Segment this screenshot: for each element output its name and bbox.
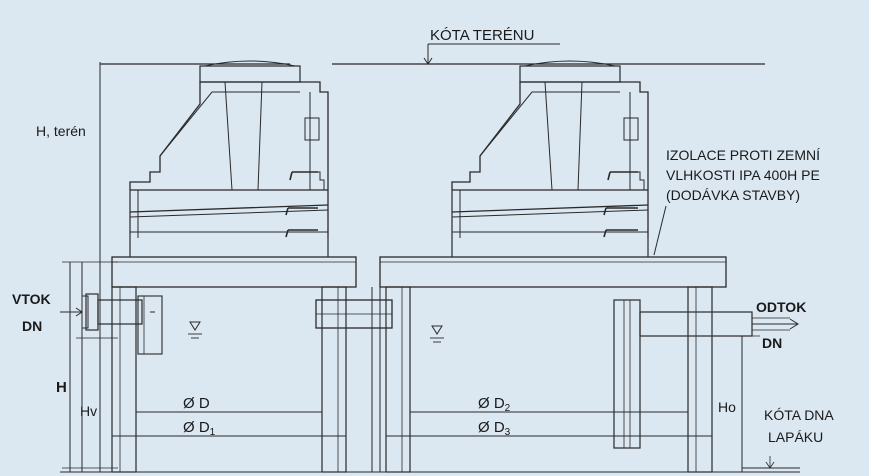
diameter-d1-sub: 1 (210, 427, 216, 438)
outlet-pipe (639, 311, 799, 337)
diameter-d3-right: Ø D3 (478, 419, 511, 438)
diameter-d3-text: Ø D (478, 419, 505, 436)
diameter-dimensions (112, 411, 712, 437)
terrain-level-line (100, 43, 765, 65)
insulation-label-line3: (DODÁVKA STAVBY) (666, 187, 800, 203)
insulation-label-line2: VLHKOSTI IPA 400H PE (666, 167, 820, 183)
inlet-dn-label: DN (22, 318, 42, 334)
hv-label: Hv (80, 403, 97, 419)
inlet-pipe (60, 293, 155, 331)
bottom-level-label-line1: KÓTA DNA (764, 407, 834, 423)
diameter-d-left: Ø D (183, 395, 210, 412)
insulation-leader (653, 205, 667, 256)
outlet-dn-label: DN (762, 335, 782, 351)
ho-label: Ho (718, 399, 736, 415)
h-label: H (56, 379, 67, 396)
diameter-d2-text: Ø D (478, 395, 505, 412)
diameter-d1-left: Ø D1 (183, 419, 216, 438)
diameter-d2-right: Ø D2 (478, 395, 511, 414)
right-tower (451, 60, 649, 238)
bottom-level-label-line2: LAPÁKU (768, 429, 823, 445)
diameter-d1-text: Ø D (183, 419, 210, 436)
h-terrain-label: H, terén (36, 123, 86, 139)
bottom-level-line (742, 456, 800, 469)
terrain-level-label: KÓTA TERÉNU (430, 27, 534, 44)
right-chamber (379, 238, 727, 473)
left-tower (129, 60, 329, 238)
connecting-pipe (315, 287, 393, 472)
diameter-d3-sub: 3 (505, 427, 511, 438)
insulation-label-line1: IZOLACE PROTI ZEMNÍ (666, 147, 820, 163)
diameter-d2-sub: 2 (505, 403, 511, 414)
outlet-label: ODTOK (756, 299, 806, 315)
ho-dimension (716, 335, 760, 472)
left-chamber (111, 238, 357, 473)
inlet-label: VTOK (12, 291, 51, 307)
